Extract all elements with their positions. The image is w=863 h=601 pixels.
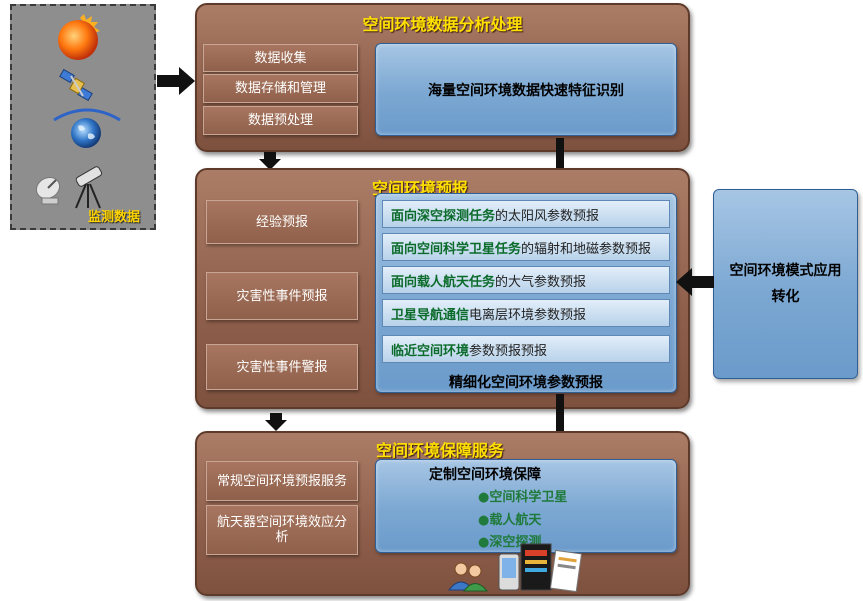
orbit-arc-icon bbox=[53, 108, 121, 122]
monitoring-data-panel: 监测数据 bbox=[10, 4, 156, 230]
telescope-icon bbox=[75, 166, 103, 209]
strip-rest-label: 的太阳风参数预报 bbox=[495, 208, 600, 224]
custom-support-box bbox=[375, 459, 677, 553]
strip-task-label: 面向载人航天任务 bbox=[391, 274, 496, 290]
bullet-science-satellite: ●空间科学卫星 bbox=[478, 490, 568, 505]
strip-rest-label: 电离层环境参数预报 bbox=[469, 307, 587, 323]
down-arrow bbox=[548, 394, 572, 462]
model-application-box: 空间环境模式应用转化 bbox=[713, 189, 858, 379]
service-title: 空间环境保障服务 bbox=[375, 441, 504, 460]
science-satellite-forecast-item: 面向空间科学卫星任务的辐射和地磁参数预报 bbox=[382, 233, 670, 261]
spacecraft-effect-analysis-box: 航天器空间环境效应分析 bbox=[206, 505, 358, 555]
refined-forecast-label: 精细化空间环境参数预报 bbox=[449, 375, 603, 391]
down-arrow bbox=[265, 413, 287, 431]
hazard-event-alert-box: 灾害性事件警报 bbox=[206, 344, 358, 390]
empirical-forecast-box: 经验预报 bbox=[206, 200, 358, 244]
right-arrow bbox=[157, 67, 195, 95]
data-analysis-title: 空间环境数据分析处理 bbox=[362, 15, 523, 34]
strip-rest-label: 的大气参数预报 bbox=[495, 274, 587, 290]
monitoring-data-label: 监测数据 bbox=[88, 210, 141, 225]
bullet-manned-spaceflight: ●载人航天 bbox=[478, 513, 542, 528]
strip-task-label: 面向深空探测任务 bbox=[391, 208, 496, 224]
manned-spaceflight-forecast-item: 面向载人航天任务的大气参数预报 bbox=[382, 266, 670, 294]
satellite-dish-icon bbox=[35, 176, 61, 205]
custom-support-title: 定制空间环境保障 bbox=[429, 467, 541, 483]
earth-icon bbox=[71, 118, 101, 148]
strip-task-label: 临近空间环境 bbox=[391, 343, 470, 359]
down-arrow bbox=[259, 152, 281, 170]
sun-icon bbox=[58, 14, 100, 60]
data-preprocessing-box: 数据预处理 bbox=[203, 106, 358, 135]
left-arrow bbox=[676, 268, 714, 296]
routine-forecast-service-box: 常规空间环境预报服务 bbox=[206, 461, 358, 501]
hazard-event-forecast-box: 灾害性事件预报 bbox=[206, 272, 358, 320]
strip-task-label: 面向空间科学卫星任务 bbox=[391, 241, 522, 257]
strip-task-label: 卫星导航通信 bbox=[391, 307, 470, 323]
feature-recognition-label: 海量空间环境数据快速特征识别 bbox=[428, 82, 624, 99]
feature-recognition-box: 海量空间环境数据快速特征识别 bbox=[375, 43, 677, 136]
satellite-icon bbox=[59, 68, 93, 102]
strip-rest-label: 参数预报预报 bbox=[469, 343, 548, 359]
users-icon bbox=[447, 562, 489, 592]
strip-rest-label: 的辐射和地磁参数预报 bbox=[521, 241, 652, 257]
near-space-forecast-item: 临近空间环境参数预报预报 bbox=[382, 335, 670, 363]
model-application-label: 空间环境模式应用转化 bbox=[729, 263, 842, 305]
navigation-communication-forecast-item: 卫星导航通信电离层环境参数预报 bbox=[382, 299, 670, 327]
data-storage-box: 数据存储和管理 bbox=[203, 74, 358, 103]
devices-icon bbox=[498, 543, 583, 593]
data-collection-box: 数据收集 bbox=[203, 44, 358, 72]
deep-space-forecast-item: 面向深空探测任务的太阳风参数预报 bbox=[382, 200, 670, 228]
